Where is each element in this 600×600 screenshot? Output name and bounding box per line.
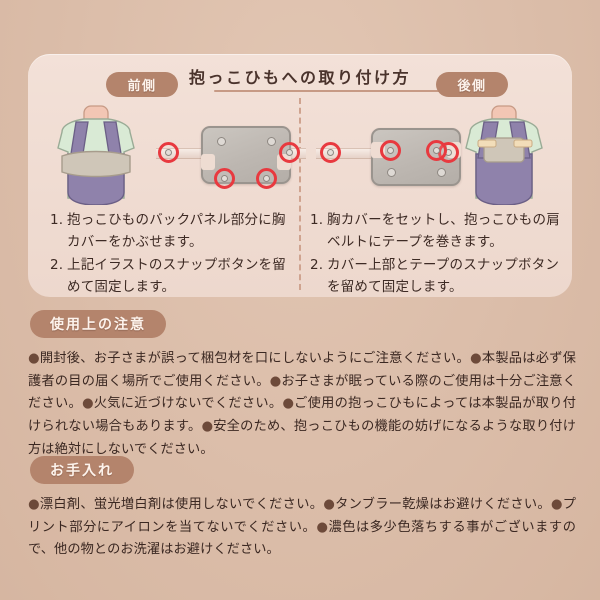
step-number: 2. [310,256,324,273]
illustration-stage [28,100,572,206]
step-text: 上記イラストのスナップボタンを留めて固定します。 [67,256,286,295]
bullet-text: 漂白剤、蛍光増白剤は使用しないでください。 [39,497,324,512]
bullet-text: 開封後、お子さまが誤って梱包材を口にしないようにご注意ください。 [39,351,471,366]
section-care: お手入れ ●漂白剤、蛍光増白剤は使用しないでください。●タンブラー乾燥はお避けく… [0,456,600,562]
step-text: 胸カバーをセットし、抱っこひもの肩ベルトにテープを巻きます。 [327,212,560,250]
step-number: 1. [310,212,324,228]
bullet-icon: ● [282,396,295,412]
bullet-icon: ● [81,396,94,412]
step-item: 1. 抱っこひものバックパネル部分に胸カバーをかぶせます。 [50,210,296,254]
bullet-text: タンブラー乾燥はお避けください。 [335,497,551,512]
step-number: 2. [50,256,64,273]
snap-dot [437,168,446,177]
step-item: 1. 胸カバーをセットし、抱っこひもの肩ベルトにテープを巻きます。 [310,210,560,254]
snap-dot [164,148,172,156]
highlighted-snap-ring [214,168,235,189]
figure-rear-wearer-icon [440,102,568,206]
install-instructions-card: 抱っこひもへの取り付け方 前側 後側 [28,54,572,297]
badge-rear-side: 後側 [436,72,508,97]
highlighted-snap-ring [320,142,341,163]
bullet-text: プリント部分にアイロンを当てないでください。 [28,497,577,535]
care-body: ●漂白剤、蛍光増白剤は使用しないでください。●タンブラー乾燥はお避けください。●… [28,494,576,562]
step-item: 2. 上記イラストのスナップボタンを留めて固定します。 [50,255,296,299]
bullet-text: 本製品は必ず保護者の目の届く場所でご使用ください。 [28,351,577,389]
snap-dot [386,146,394,154]
highlighted-snap-ring [279,142,300,163]
bullet-text: ご使用の抱っこひもによっては本製品が取り付けられない場合もあります。 [28,396,577,435]
vertical-dashed-divider [299,98,301,290]
bullet-text: 安全のため、抱っこひもの機能の妨げになるような取り付け方は絶対にしないでください… [28,419,576,457]
snap-dot [220,174,228,182]
bullet-text: 火気に近づけないでください。 [93,396,283,412]
step-number: 1. [50,212,64,228]
bullet-icon: ● [201,419,214,435]
snap-dot [285,148,293,156]
snap-dot [326,148,334,156]
bullet-icon: ● [323,497,336,512]
precautions-body: ●開封後、お子さまが誤って梱包材を口にしないようにご注意ください。●本製品は必ず… [28,348,576,462]
precautions-heading: 使用上の注意 [30,310,166,338]
section-precautions: 使用上の注意 ●開封後、お子さまが誤って梱包材を口にしないようにご注意ください。… [0,310,600,462]
snap-dot [387,168,396,177]
bullet-icon: ● [269,373,282,389]
step-text: カバー上部とテープのスナップボタンを留めて固定します。 [327,256,560,295]
bullet-icon: ● [316,519,329,535]
snap-dot [432,146,440,154]
bullet-icon: ● [550,497,563,512]
highlighted-snap-ring [256,168,277,189]
steps-rear-side: 1. 胸カバーをセットし、抱っこひもの肩ベルトにテープを巻きます。 2. カバー… [310,210,560,299]
figure-front-wearer-icon [32,102,160,206]
snap-dot [267,137,276,146]
steps-front-side: 1. 抱っこひものバックパネル部分に胸カバーをかぶせます。 2. 上記イラストの… [50,210,296,299]
care-heading: お手入れ [30,456,134,484]
bullet-text: お子さまが眠っている際のご使用は十分ご注意ください。 [28,373,576,412]
bullet-icon: ● [470,351,482,366]
snap-dot [262,174,270,182]
panel-notch-left [201,154,215,170]
snap-dot [217,137,226,146]
highlighted-snap-ring [380,140,401,161]
highlighted-snap-ring [426,140,447,161]
bullet-icon: ● [28,497,40,512]
bullet-icon: ● [28,351,40,366]
bullet-text: 濃色は多少色落ちする事がございますので、他の物とのお洗濯はお避けください。 [28,519,576,558]
title-underline [214,90,442,92]
step-item: 2. カバー上部とテープのスナップボタンを留めて固定します。 [310,255,560,299]
badge-front-side: 前側 [106,72,178,97]
step-text: 抱っこひものバックパネル部分に胸カバーをかぶせます。 [67,212,286,250]
highlighted-snap-ring [158,142,179,163]
page-title: 抱っこひもへの取り付け方 [188,68,411,87]
